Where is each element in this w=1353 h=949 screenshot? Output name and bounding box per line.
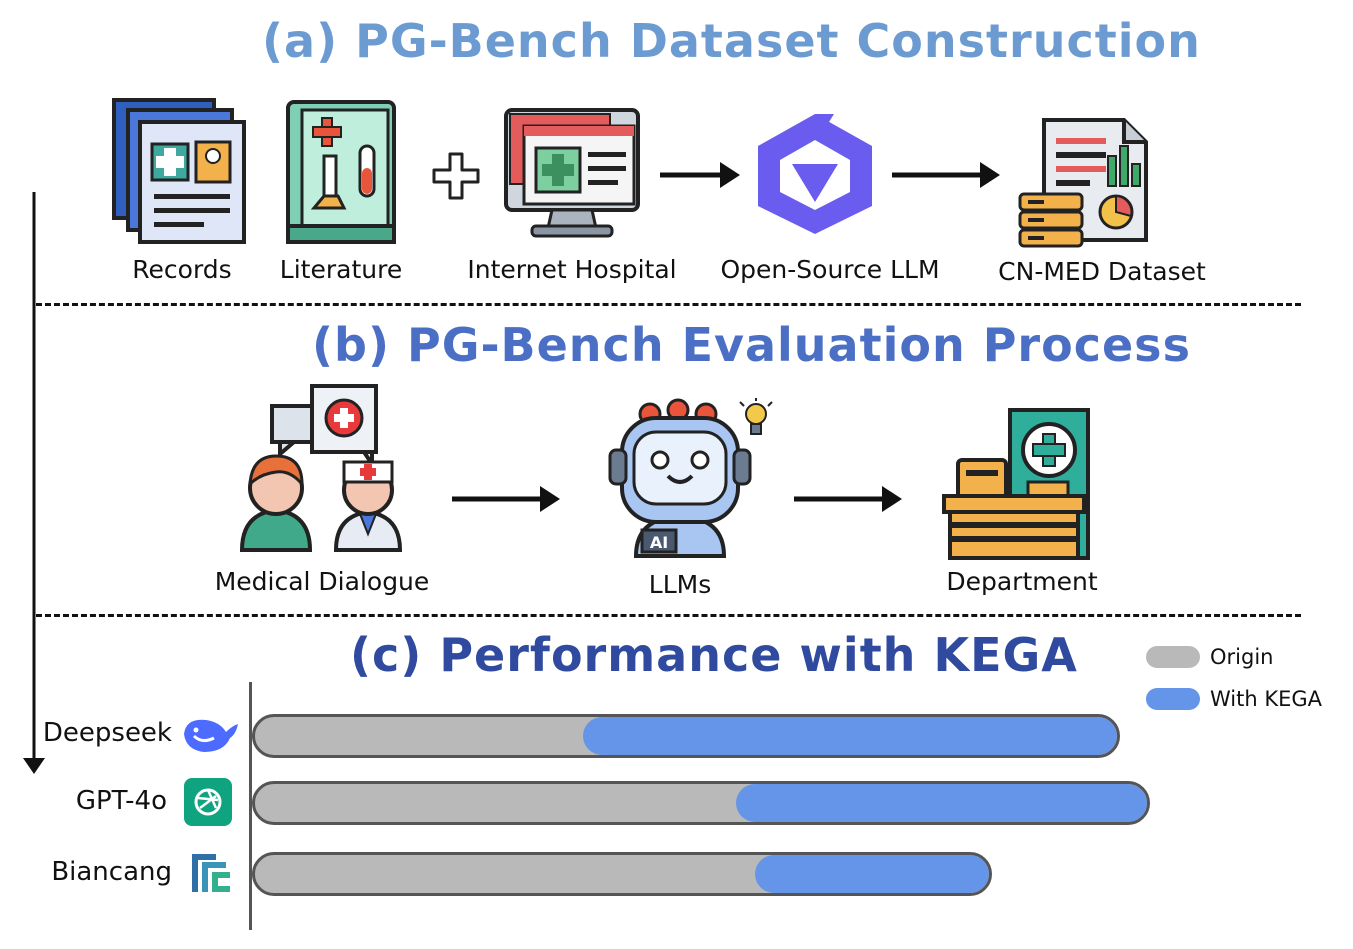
robot-ai-icon: AI [608, 398, 773, 558]
department-label: Department [946, 567, 1098, 596]
records-icon [112, 98, 246, 244]
bar-biancang [252, 852, 992, 896]
bar-gpt-4o [252, 781, 1150, 825]
category-label: Biancang [51, 857, 172, 887]
section-a-title: (a) PG-Bench Dataset Construction [262, 14, 1201, 68]
deepseek-whale-icon [184, 719, 238, 752]
chatgpt-logo-icon [184, 778, 232, 826]
biancang-logo-icon [192, 854, 230, 892]
literature-book-icon [286, 100, 396, 244]
arrow-right-icon [660, 162, 740, 188]
medical-dialogue-label: Medical Dialogue [214, 567, 430, 596]
y-axis-line [249, 682, 252, 930]
llms-label: LLMs [648, 570, 712, 599]
literature-label: Literature [279, 255, 403, 284]
patient-doctor-icon [239, 384, 403, 552]
svg-text:AI: AI [650, 533, 668, 552]
records-label: Records [132, 255, 232, 284]
legend-origin-label: Origin [1210, 645, 1274, 669]
bar-deepseek [252, 714, 1120, 758]
cn-med-dataset-label: CN-MED Dataset [998, 257, 1206, 286]
section-b-title: (b) PG-Bench Evaluation Process [312, 318, 1191, 372]
open-source-llm-label: Open-Source LLM [720, 255, 940, 284]
arrow-right-icon [452, 486, 560, 512]
computer-monitor-icon [504, 108, 640, 238]
category-label: Deepseek [42, 718, 172, 748]
qwen-logo-icon [758, 114, 872, 234]
arrow-right-icon [794, 486, 902, 512]
bar-kega-segment [736, 784, 1147, 822]
section-divider [36, 614, 1301, 617]
legend-kega-label: With KEGA [1210, 687, 1323, 711]
hospital-desk-icon [942, 408, 1090, 560]
legend-origin-swatch [1146, 646, 1200, 668]
arrow-right-icon [892, 162, 1000, 188]
bar-kega-segment [583, 717, 1117, 755]
section-c-title: (c) Performance with KEGA [350, 628, 1078, 682]
category-label: GPT-4o [75, 786, 167, 816]
internet-hospital-label: Internet Hospital [467, 255, 677, 284]
plus-icon [432, 152, 480, 200]
bar-kega-segment [755, 855, 989, 893]
section-divider [36, 303, 1301, 306]
database-report-icon [1018, 118, 1148, 248]
flow-down-arrow-icon [23, 192, 45, 774]
legend-kega-swatch [1146, 688, 1200, 710]
